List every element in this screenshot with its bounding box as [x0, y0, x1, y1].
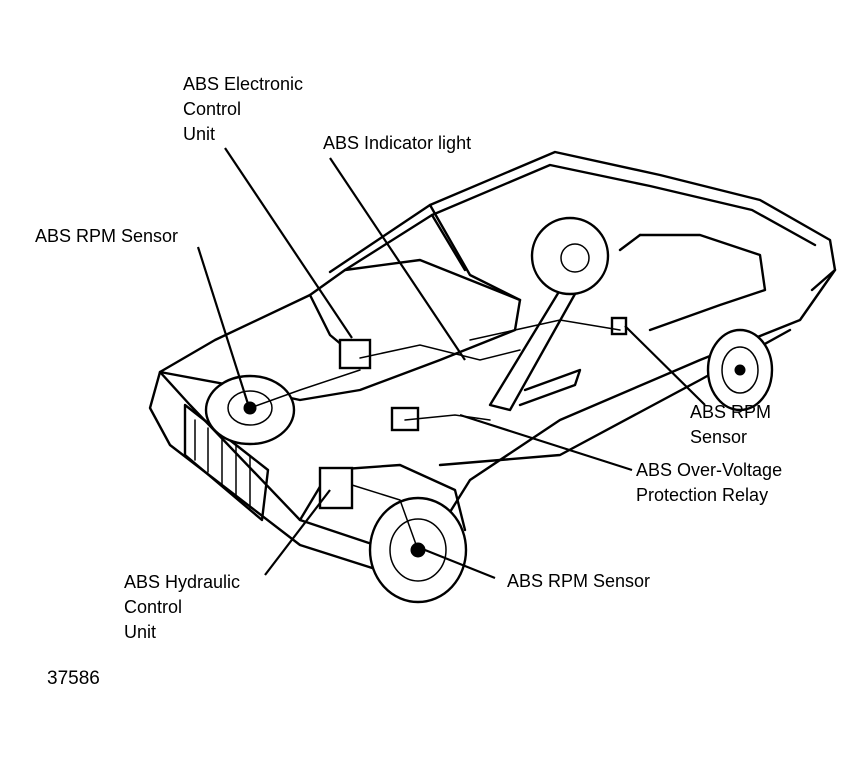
label-relay-line2: Protection Relay — [636, 485, 769, 505]
rear-sensor-box — [610, 316, 628, 336]
label-indicator-line1: ABS Indicator light — [323, 133, 472, 153]
leader-lines — [196, 147, 706, 580]
label-rpm-sensor-rear: ABS RPM Sensor — [690, 400, 771, 450]
label-ecu-line1: ABS Electronic — [183, 74, 304, 94]
ecu-box — [338, 338, 372, 370]
leader-indicator — [329, 157, 466, 361]
car-illustration — [148, 150, 837, 604]
label-hydraulic-unit: ABS Hydraulic Control Unit — [124, 570, 240, 645]
label-rpm-front-left-line1: ABS RPM Sensor — [35, 226, 179, 246]
leader-ecu — [224, 147, 353, 339]
label-rpm-front-right-line1: ABS RPM Sensor — [507, 571, 651, 591]
leader-hydraulic — [264, 489, 331, 576]
label-ecu-line3: Unit — [183, 124, 216, 144]
label-over-voltage-relay: ABS Over-Voltage Protection Relay — [636, 458, 782, 508]
figure-number: 37586 — [47, 668, 100, 689]
label-rpm-sensor-front-right: ABS RPM Sensor — [507, 569, 650, 594]
label-rpm-sensor-front-left: ABS RPM Sensor — [35, 224, 178, 249]
label-ecu-line2: Control — [183, 99, 242, 119]
leader-rpm-front-right — [419, 546, 496, 580]
leader-relay — [459, 413, 633, 472]
label-ecu: ABS Electronic Control Unit — [183, 72, 303, 147]
label-rpm-rear-line1: ABS RPM — [690, 402, 772, 422]
leader-rpm-front-left — [196, 246, 250, 405]
label-hydraulic-line2: Control — [124, 597, 183, 617]
leader-rpm-rear — [624, 325, 706, 406]
hydraulic-unit-box — [318, 466, 354, 510]
label-rpm-rear-line2: Sensor — [690, 427, 748, 447]
label-indicator-light: ABS Indicator light — [323, 131, 471, 156]
label-hydraulic-line3: Unit — [124, 622, 157, 642]
label-hydraulic-line1: ABS Hydraulic — [124, 572, 241, 592]
label-relay-line1: ABS Over-Voltage — [636, 460, 783, 480]
